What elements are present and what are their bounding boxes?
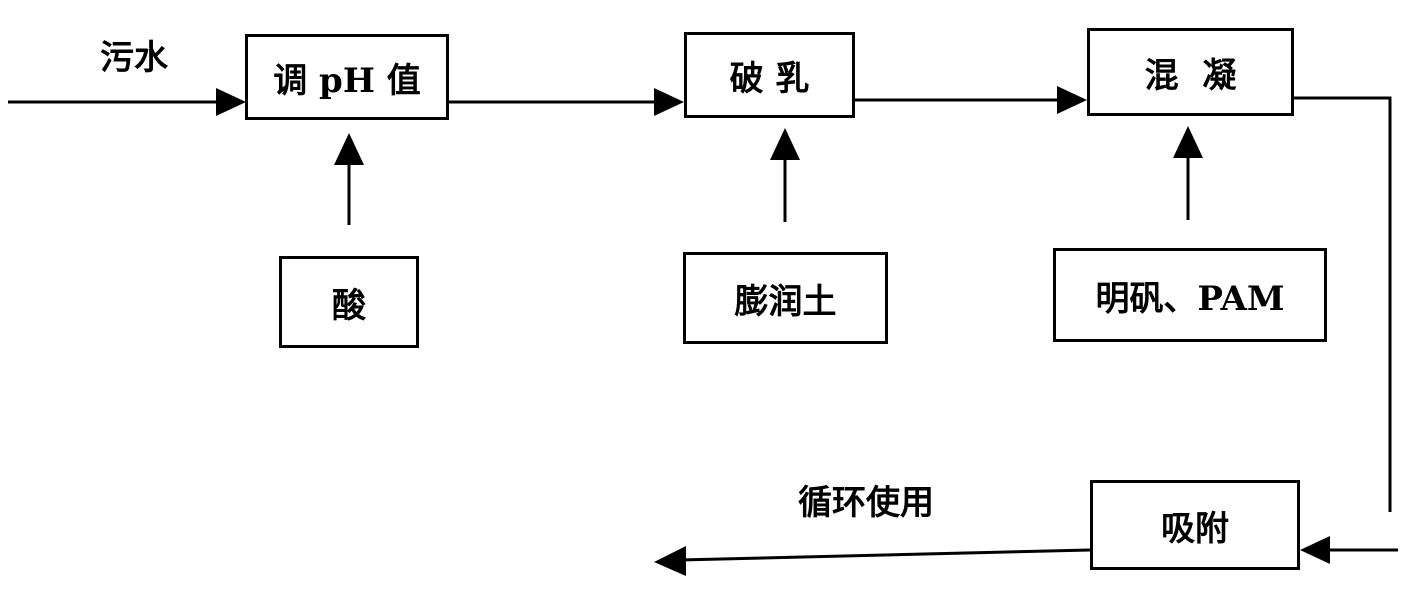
connector-coagulate-to-adsorb (1294, 96, 1392, 512)
step-demulsify: 破 乳 (684, 32, 855, 118)
step-adjust-ph-label: 调 pH 值 (273, 60, 421, 101)
step-adsorb-label: 吸附 (1161, 508, 1229, 549)
reagent-bentonite-label: 膨润土 (734, 281, 837, 322)
arrowhead-alum-pam-up (1173, 126, 1203, 158)
arrowhead-into-ph (216, 88, 246, 116)
input-label-sewage: 污水 (100, 30, 168, 79)
arrowhead-acid-up (334, 133, 364, 165)
outlet-line (679, 548, 1091, 562)
arrowhead-into-adsorb (1300, 536, 1330, 564)
arrowhead-bentonite-up (770, 128, 800, 160)
reagent-alum-pam: 明矾、PAM (1053, 248, 1327, 342)
step-demulsify-label: 破 乳 (729, 58, 810, 99)
output-label-text: 循环使用 (798, 483, 934, 523)
reagent-acid: 酸 (279, 256, 419, 348)
input-label-text: 污水 (100, 38, 168, 78)
step-coagulate: 混 凝 (1087, 28, 1294, 116)
reagent-bentonite: 膨润土 (683, 252, 888, 344)
step-adjust-ph: 调 pH 值 (245, 34, 449, 120)
reagent-alum-pam-label: 明矾、PAM (1095, 278, 1285, 319)
arrowhead-outlet (654, 546, 686, 576)
step-coagulate-label: 混 凝 (1144, 55, 1237, 96)
arrowhead-into-coagulate (1057, 86, 1087, 114)
step-adsorb: 吸附 (1090, 480, 1300, 570)
output-label-recycle: 循环使用 (798, 475, 934, 524)
reagent-acid-label: 酸 (332, 285, 366, 326)
arrowhead-into-demulsify (654, 88, 684, 116)
